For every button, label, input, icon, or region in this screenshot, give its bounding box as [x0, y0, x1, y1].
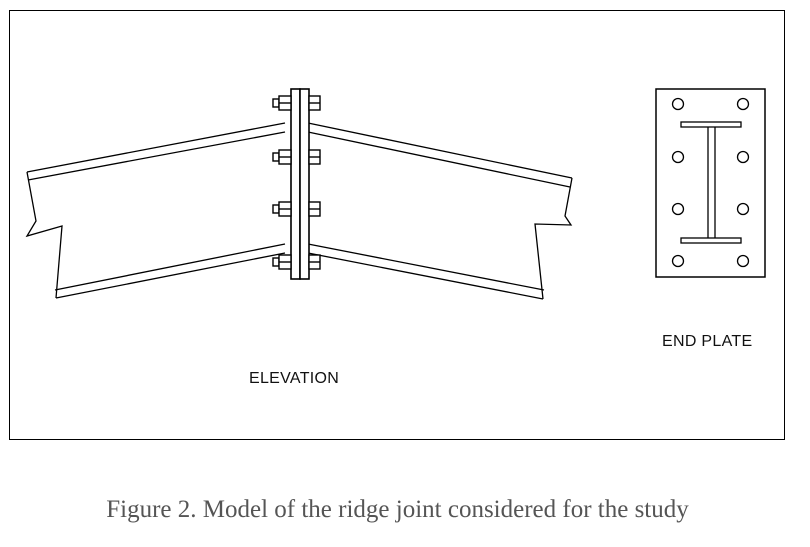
- left-rafter-bottom-flange-inner: [54, 243, 286, 291]
- elevation-bolts: [272, 95, 321, 270]
- right-rafter-bottom-flange-outer: [307, 252, 544, 300]
- end-plate-outline: [655, 88, 766, 278]
- bolt-head-cap: [272, 257, 280, 267]
- figure-frame: ELEVATION END PLATE: [9, 10, 785, 440]
- bolt-head-cap: [272, 152, 280, 162]
- end-plate-label: END PLATE: [662, 333, 753, 350]
- right-rafter: [307, 122, 573, 300]
- bolt-hole: [736, 150, 750, 164]
- bolt-hole: [671, 202, 685, 216]
- ridge-joint-drawing: [25, 88, 766, 300]
- end-plate-detail: [655, 88, 766, 278]
- end-plate-bolt-holes: [671, 97, 750, 268]
- i-section-bottom-flange: [680, 237, 742, 244]
- bolt-hole: [671, 97, 685, 111]
- end-plate-right: [299, 88, 310, 280]
- bolt-hole: [736, 97, 750, 111]
- right-rafter-break-line: [534, 177, 573, 300]
- i-section: [680, 121, 742, 244]
- bolt: [272, 201, 321, 217]
- bolt-hole: [736, 254, 750, 268]
- bolt: [272, 254, 321, 270]
- elevation-label: ELEVATION: [249, 370, 340, 387]
- left-rafter-top-flange-outer: [26, 122, 286, 173]
- i-section-top-flange: [680, 121, 742, 128]
- bolt-head-cap: [272, 204, 280, 214]
- left-rafter-bottom-flange-outer: [55, 252, 286, 299]
- right-rafter-bottom-flange-inner: [307, 243, 545, 291]
- left-rafter-top-flange-inner: [27, 131, 286, 181]
- bolt-head-cap: [272, 98, 280, 108]
- left-rafter-break-line: [25, 171, 63, 299]
- bolt-hole: [736, 202, 750, 216]
- bolt: [272, 149, 321, 165]
- bolt-hole: [671, 150, 685, 164]
- bolt: [272, 95, 321, 111]
- left-rafter: [25, 122, 286, 299]
- figure-caption: Figure 2. Model of the ridge joint consi…: [106, 496, 689, 523]
- right-rafter-top-flange-outer: [307, 122, 573, 179]
- end-plate-left: [290, 88, 301, 280]
- bolt-hole: [671, 254, 685, 268]
- right-rafter-top-flange-inner: [307, 131, 571, 188]
- elevation-end-plates: [290, 88, 310, 280]
